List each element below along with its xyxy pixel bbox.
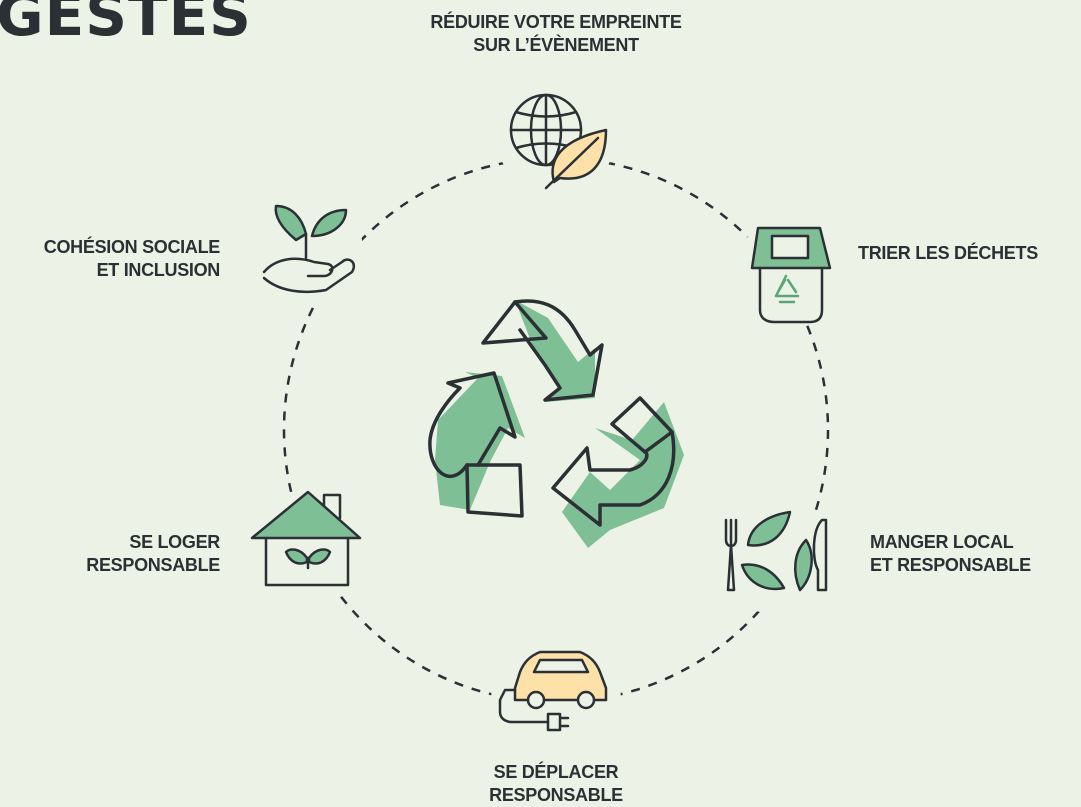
electric-car-icon bbox=[498, 650, 608, 732]
fork-knife-leaves-icon bbox=[724, 510, 828, 592]
label-social-cohesion: COHÉSION SOCIALE ET INCLUSION bbox=[20, 236, 221, 282]
globe-leaf-icon bbox=[509, 93, 608, 190]
label-line: SUR L’ÉVÈNEMENT bbox=[473, 35, 639, 55]
recycle-icon bbox=[428, 299, 684, 548]
label-line: SE DÉPLACER bbox=[493, 762, 619, 782]
label-line: ET RESPONSABLE bbox=[870, 555, 1031, 575]
label-line: RÉDUIRE VOTRE EMPREINTE bbox=[430, 12, 682, 32]
label-line: TRIER LES DÉCHETS bbox=[858, 243, 1038, 263]
label-line: RESPONSABLE bbox=[86, 555, 220, 575]
label-line: MANGER LOCAL bbox=[870, 532, 1014, 552]
label-sort-waste: TRIER LES DÉCHETS bbox=[858, 242, 1038, 265]
label-line: SE LOGER bbox=[129, 532, 220, 552]
label-line: ET INCLUSION bbox=[96, 260, 221, 280]
page-title: GESTES bbox=[0, 0, 252, 49]
recycling-bin-icon bbox=[750, 226, 832, 324]
hand-sprout-icon bbox=[262, 204, 356, 294]
label-travel-responsible: SE DÉPLACER RESPONSABLE bbox=[436, 761, 676, 807]
label-housing-responsible: SE LOGER RESPONSABLE bbox=[40, 531, 220, 577]
label-eat-local: MANGER LOCAL ET RESPONSABLE bbox=[870, 531, 1031, 577]
label-line: COHÉSION SOCIALE bbox=[43, 237, 221, 257]
label-line: RESPONSABLE bbox=[489, 785, 623, 805]
house-sprout-icon bbox=[250, 490, 362, 587]
label-reduce-footprint: RÉDUIRE VOTRE EMPREINTE SUR L’ÉVÈNEMENT bbox=[396, 11, 716, 57]
